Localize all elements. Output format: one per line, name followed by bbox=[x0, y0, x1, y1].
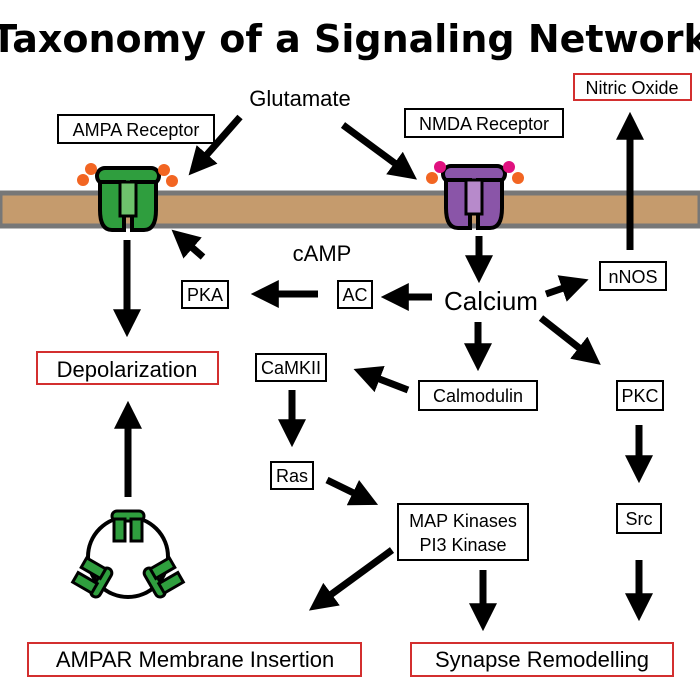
kinases-box: MAP Kinases PI3 Kinase bbox=[397, 503, 529, 561]
ligand-dot-icon bbox=[166, 175, 178, 187]
arrow-glutamate-to-ampa bbox=[188, 114, 243, 176]
src-box: Src bbox=[616, 503, 662, 534]
diagram-title: Taxonomy of a Signaling Network bbox=[0, 17, 700, 61]
pkc-label: PKC bbox=[621, 386, 658, 406]
ligand-dot-icon bbox=[158, 164, 170, 176]
ligand-dot-icon bbox=[77, 174, 89, 186]
pka-label: PKA bbox=[187, 285, 223, 305]
camkii-box: CaMKII bbox=[255, 353, 327, 382]
ras-label: Ras bbox=[276, 466, 308, 486]
arrow-glutamate-to-nmda bbox=[340, 122, 418, 180]
pkc-box: PKC bbox=[616, 380, 664, 411]
ampa-receptor-box: AMPA Receptor bbox=[57, 114, 215, 144]
nitric-oxide-label: Nitric Oxide bbox=[585, 78, 678, 98]
depolarization-box: Depolarization bbox=[36, 351, 219, 385]
calmodulin-label: Calmodulin bbox=[433, 386, 523, 406]
glutamate-label: Glutamate bbox=[249, 86, 351, 111]
nnos-label: nNOS bbox=[608, 267, 657, 287]
ac-box: AC bbox=[337, 280, 373, 309]
synapse-remodelling-box: Synapse Remodelling bbox=[410, 642, 674, 677]
pi3-kinase-label: PI3 Kinase bbox=[419, 535, 506, 555]
arrow-calcium-to-nnos bbox=[544, 275, 589, 302]
pka-box: PKA bbox=[181, 280, 229, 309]
ligand-dot-icon bbox=[434, 161, 446, 173]
ampa-receptor-icon bbox=[77, 163, 178, 232]
depolarization-label: Depolarization bbox=[57, 357, 198, 382]
camkii-label: CaMKII bbox=[261, 358, 321, 378]
arrow-pka-to-ampa bbox=[171, 229, 206, 260]
synapse-remodelling-label: Synapse Remodelling bbox=[435, 647, 649, 672]
calmodulin-box: Calmodulin bbox=[418, 380, 538, 411]
ac-label: AC bbox=[342, 285, 367, 305]
ligand-dot-icon bbox=[426, 172, 438, 184]
src-label: Src bbox=[626, 509, 653, 529]
nmda-receptor-box: NMDA Receptor bbox=[404, 108, 564, 138]
ampar-insertion-box: AMPAR Membrane Insertion bbox=[27, 642, 362, 677]
ampa-receptor-label: AMPA Receptor bbox=[73, 120, 200, 140]
camp-label: cAMP bbox=[293, 241, 352, 266]
arrow-calmodulin-to-camkii bbox=[353, 365, 410, 394]
ligand-dot-icon bbox=[503, 161, 515, 173]
arrow-calcium-to-pkc bbox=[538, 315, 601, 365]
map-kinases-label: MAP Kinases bbox=[409, 511, 517, 531]
calcium-label: Calcium bbox=[444, 286, 538, 316]
nmda-receptor-icon bbox=[426, 161, 524, 230]
ampa-receptor-cluster-icon bbox=[70, 509, 186, 599]
nitric-oxide-box: Nitric Oxide bbox=[573, 73, 692, 101]
nnos-box: nNOS bbox=[599, 261, 667, 291]
nmda-receptor-label: NMDA Receptor bbox=[419, 114, 549, 134]
ligand-dot-icon bbox=[85, 163, 97, 175]
arrow-kinases-to-ampar-insertion bbox=[308, 547, 395, 611]
arrows bbox=[113, 111, 653, 632]
arrow-ras-to-kinases bbox=[325, 476, 379, 506]
ligand-dot-icon bbox=[512, 172, 524, 184]
ampar-insertion-label: AMPAR Membrane Insertion bbox=[56, 647, 334, 672]
ras-box: Ras bbox=[270, 461, 314, 490]
